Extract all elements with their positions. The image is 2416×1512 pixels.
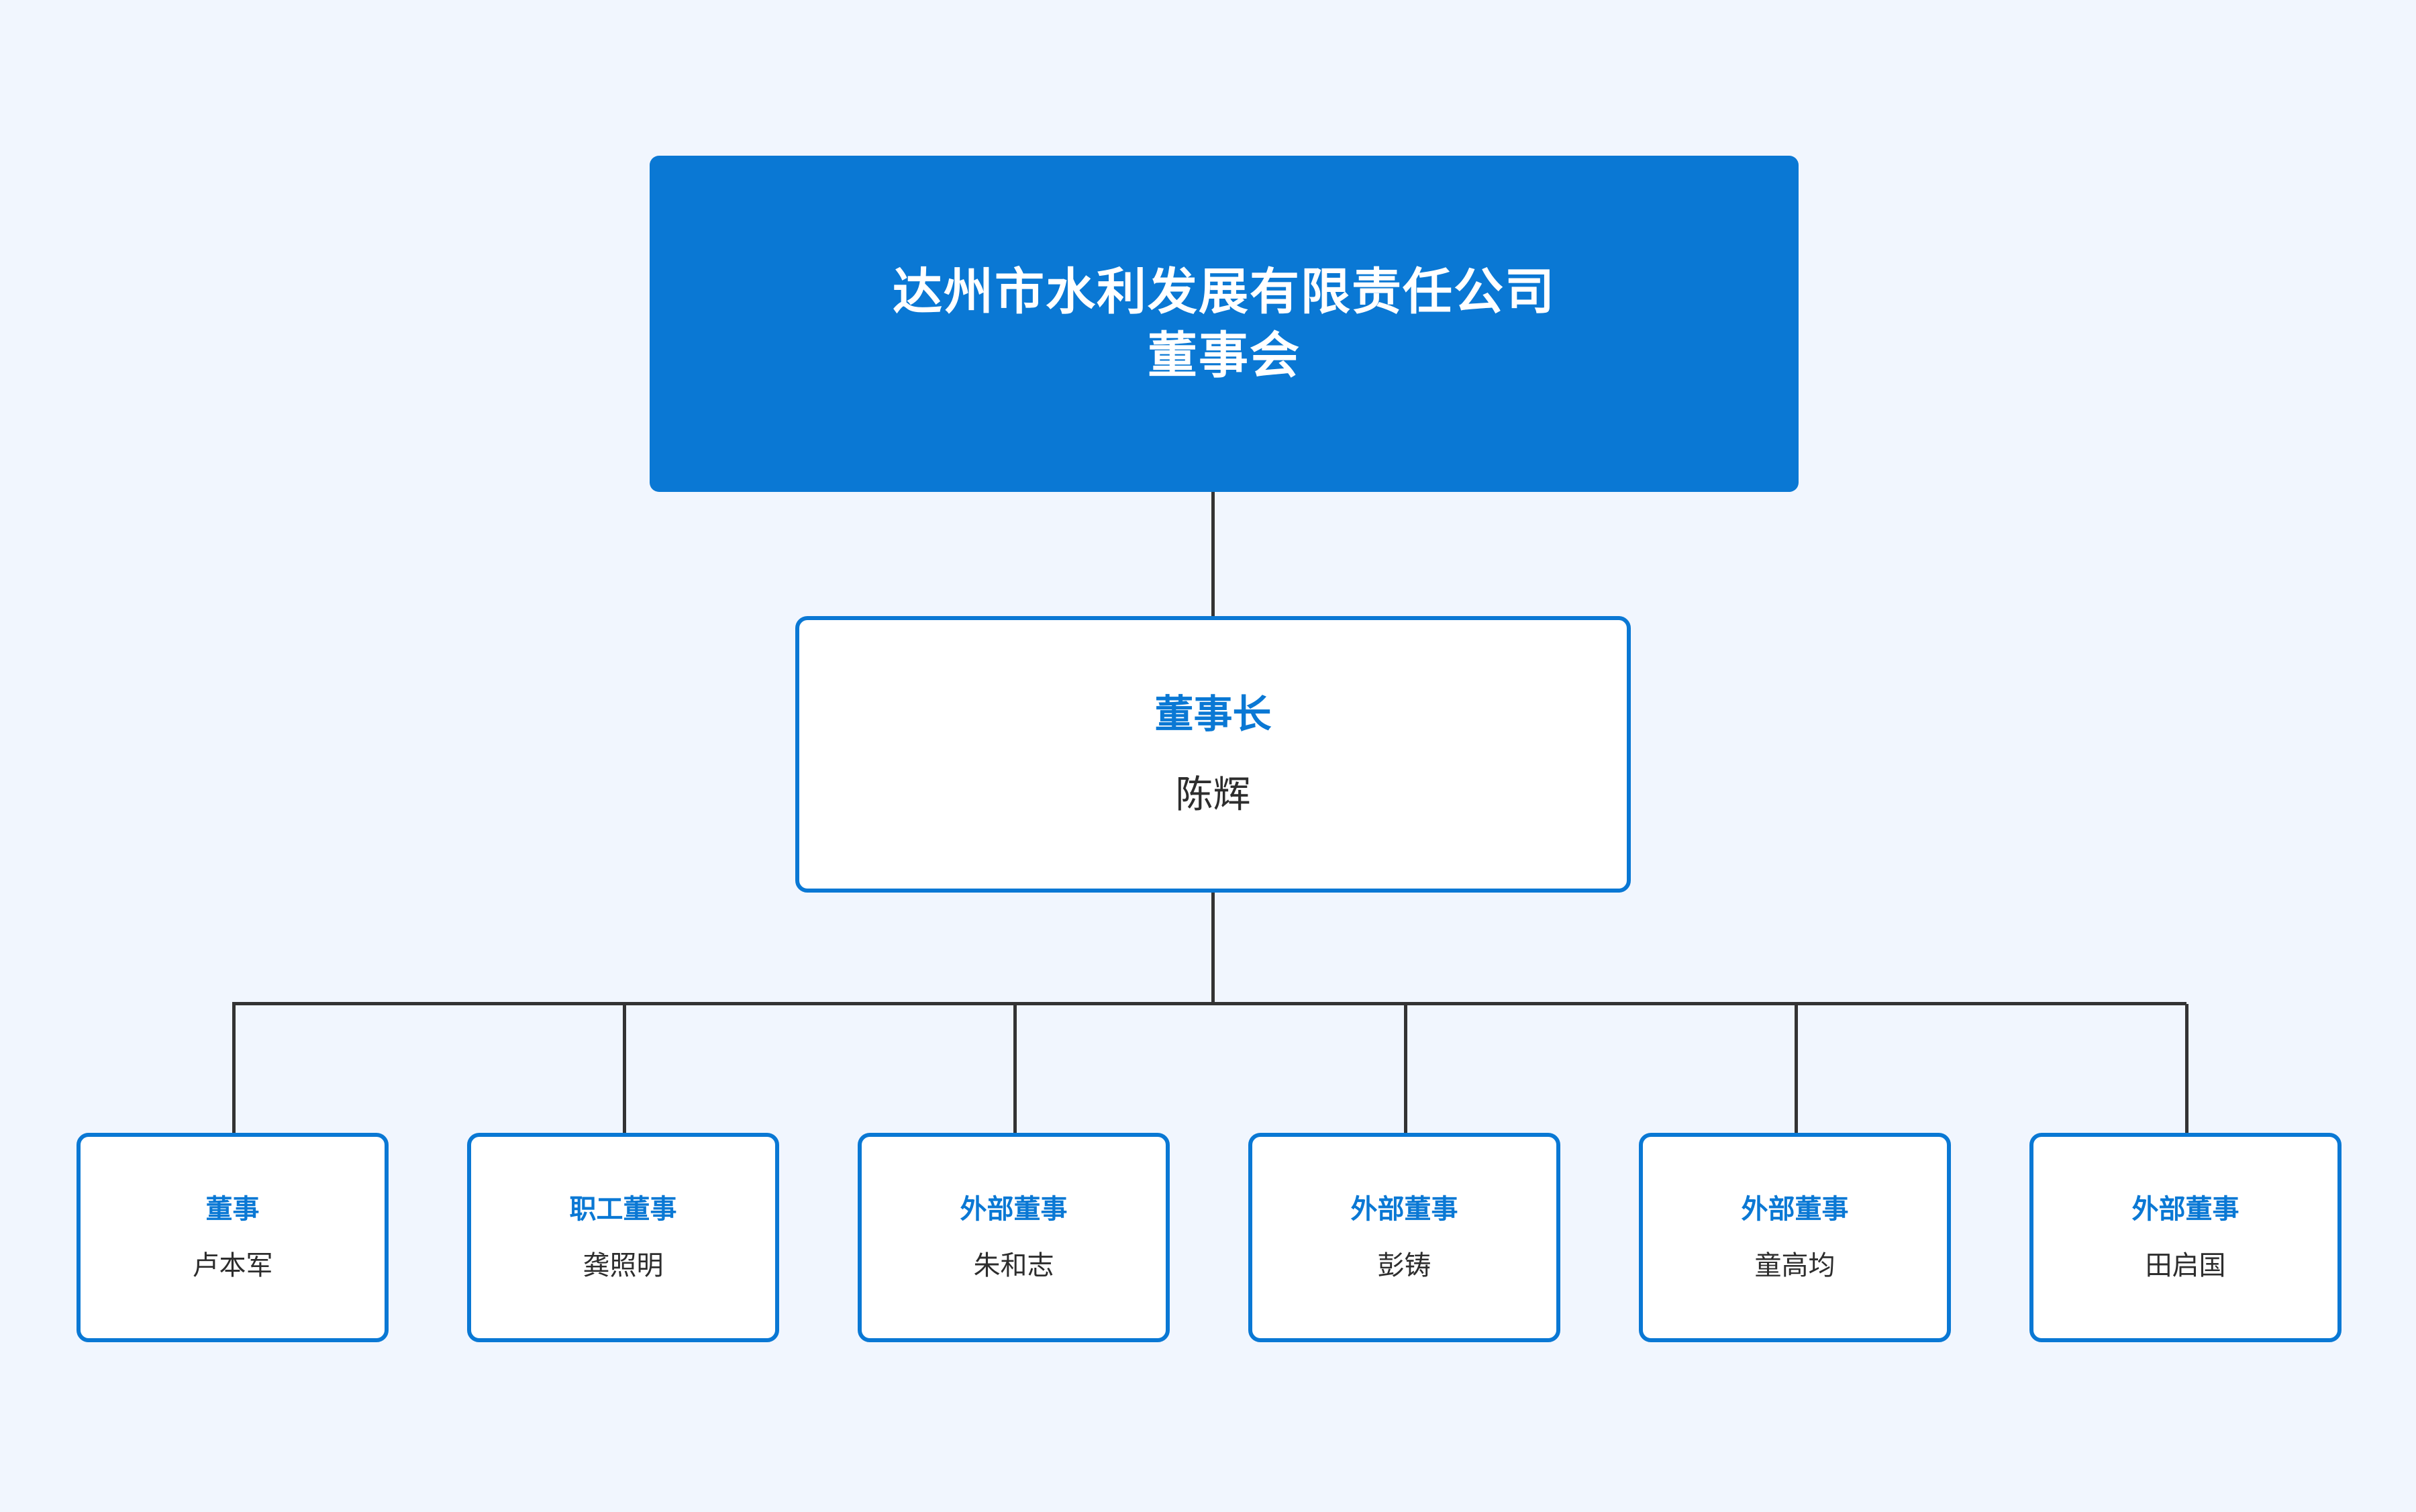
connector-board-to-chairman xyxy=(1211,492,1215,616)
node-director-6[interactable]: 外部董事 田启国 xyxy=(2029,1133,2342,1342)
director-person-name: 童高均 xyxy=(1754,1251,1835,1280)
connector-drop-4 xyxy=(1404,1004,1407,1133)
connector-drop-3 xyxy=(1013,1004,1017,1133)
node-director-1[interactable]: 董事 卢本军 xyxy=(77,1133,389,1342)
node-board[interactable]: 达州市水利发展有限责任公司 董事会 xyxy=(650,156,1799,492)
chairman-role-title: 董事长 xyxy=(1154,693,1272,736)
chairman-person-name: 陈辉 xyxy=(1175,773,1251,815)
director-person-name: 朱和志 xyxy=(973,1251,1054,1280)
director-role-title: 外部董事 xyxy=(2131,1195,2239,1224)
director-person-name: 龚照明 xyxy=(583,1251,664,1280)
connector-drop-2 xyxy=(623,1004,626,1133)
director-person-name: 田启国 xyxy=(2145,1251,2226,1280)
connector-drop-1 xyxy=(232,1004,236,1133)
director-role-title: 董事 xyxy=(205,1195,260,1224)
director-person-name: 彭铸 xyxy=(1377,1251,1431,1280)
connector-chairman-stem xyxy=(1211,893,1215,1004)
director-role-title: 外部董事 xyxy=(1350,1195,1458,1224)
director-role-title: 外部董事 xyxy=(1741,1195,1849,1224)
director-person-name: 卢本军 xyxy=(192,1251,273,1280)
node-director-4[interactable]: 外部董事 彭铸 xyxy=(1248,1133,1560,1342)
board-name-line-1: 达州市水利发展有限责任公司 xyxy=(893,263,1556,319)
connector-horizontal-bus xyxy=(232,1002,2186,1005)
node-chairman[interactable]: 董事长 陈辉 xyxy=(795,616,1631,893)
connector-drop-5 xyxy=(1795,1004,1798,1133)
director-role-title: 职工董事 xyxy=(569,1195,677,1224)
connector-drop-6 xyxy=(2185,1004,2188,1133)
board-name-line-2: 董事会 xyxy=(1148,327,1301,383)
node-director-5[interactable]: 外部董事 童高均 xyxy=(1639,1133,1951,1342)
node-director-2[interactable]: 职工董事 龚照明 xyxy=(467,1133,779,1342)
node-director-3[interactable]: 外部董事 朱和志 xyxy=(858,1133,1170,1342)
director-role-title: 外部董事 xyxy=(960,1195,1068,1224)
